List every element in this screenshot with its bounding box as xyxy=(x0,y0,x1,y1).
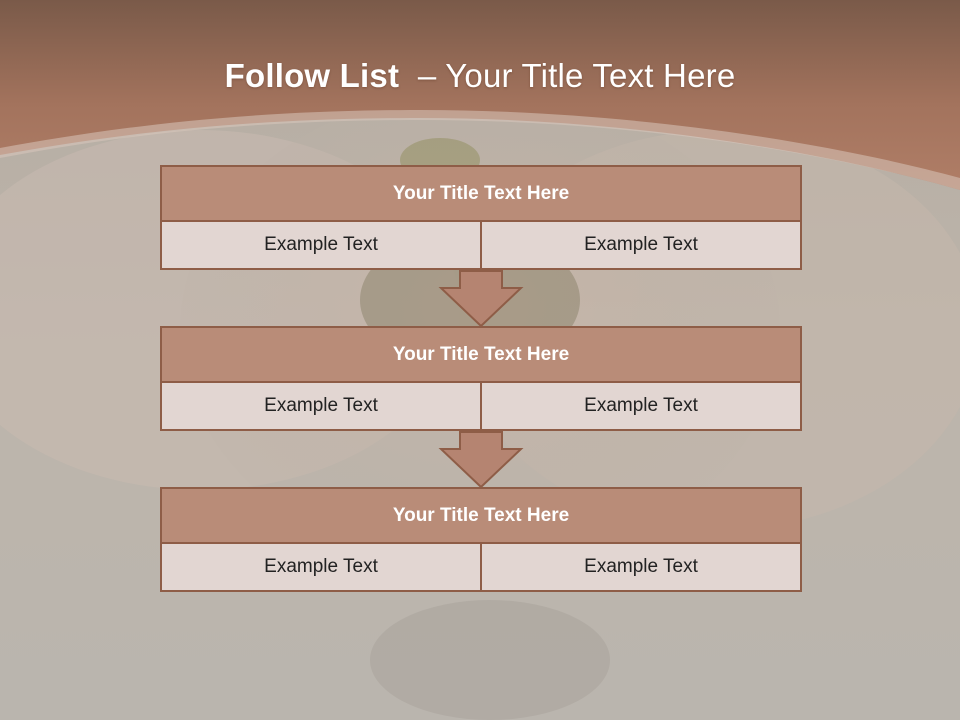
block-title: Your Title Text Here xyxy=(160,487,802,544)
block-cell-left: Example Text xyxy=(160,222,482,270)
block-cell-left: Example Text xyxy=(160,383,482,431)
block-cell-right: Example Text xyxy=(482,222,802,270)
title-bold-part: Follow List xyxy=(224,57,400,94)
follow-block-2: Your Title Text Here Example Text Exampl… xyxy=(160,326,802,431)
down-arrow-icon xyxy=(438,270,524,328)
slide-title: Follow List – Your Title Text Here xyxy=(0,54,960,98)
follow-block-1: Your Title Text Here Example Text Exampl… xyxy=(160,165,802,270)
block-row: Example Text Example Text xyxy=(160,544,802,592)
title-rest-part: – Your Title Text Here xyxy=(417,57,736,94)
block-title: Your Title Text Here xyxy=(160,326,802,383)
follow-block-3: Your Title Text Here Example Text Exampl… xyxy=(160,487,802,592)
block-cell-right: Example Text xyxy=(482,544,802,592)
block-cell-left: Example Text xyxy=(160,544,482,592)
block-row: Example Text Example Text xyxy=(160,383,802,431)
down-arrow-icon xyxy=(438,431,524,489)
block-title: Your Title Text Here xyxy=(160,165,802,222)
block-cell-right: Example Text xyxy=(482,383,802,431)
block-row: Example Text Example Text xyxy=(160,222,802,270)
